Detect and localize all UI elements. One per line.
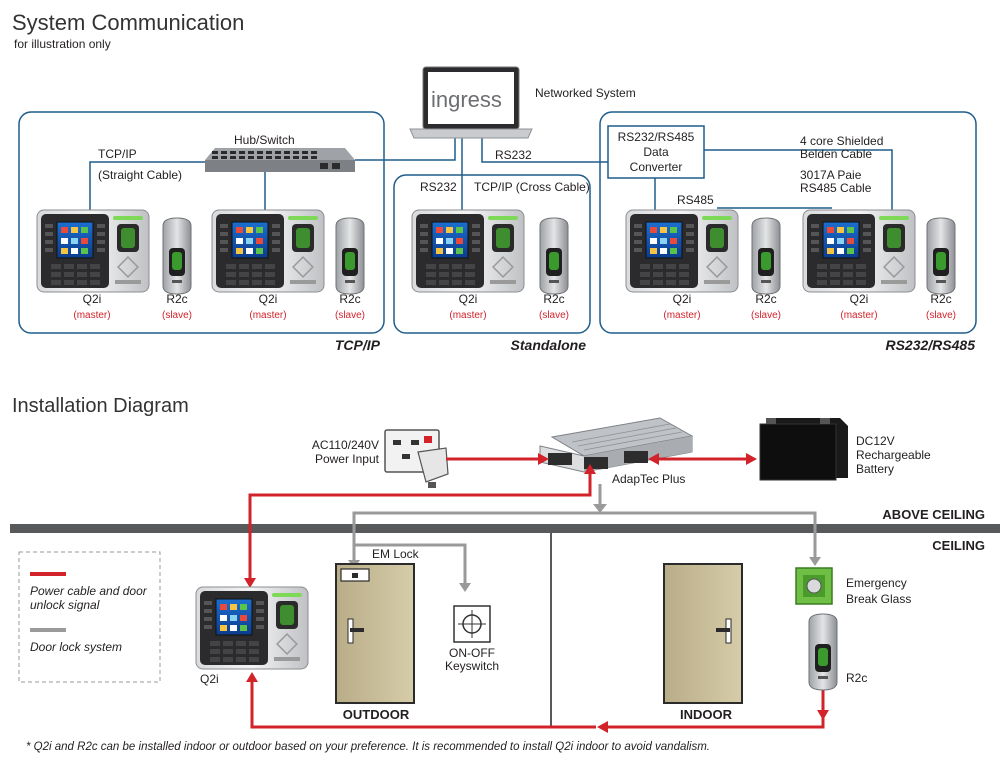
paie-line2: RS485 Cable	[800, 181, 872, 195]
q2i-installed-label: Q2i	[200, 672, 219, 686]
emergency-line1: Emergency	[846, 576, 907, 590]
q2i-device	[211, 209, 325, 293]
device-role: (slave)	[162, 310, 192, 321]
legend-power-line1: Power cable and door	[30, 584, 148, 598]
em-lock-label: EM Lock	[372, 547, 420, 561]
device-role: (master)	[840, 310, 877, 321]
hub-switch-icon	[205, 148, 355, 172]
standalone-group-caption: Standalone	[511, 337, 587, 353]
four-core-line1: 4 core Shielded	[800, 134, 883, 148]
tcpip-label: TCP/IP	[98, 147, 137, 161]
break-glass-icon	[795, 567, 833, 605]
page-subtitle: for illustration only	[14, 37, 111, 51]
converter-line2: Data	[643, 145, 669, 159]
battery-line3: Battery	[856, 462, 894, 476]
power-socket-icon	[384, 429, 449, 488]
legend-lock-swatch	[30, 628, 66, 632]
emergency-line2: Break Glass	[846, 592, 911, 606]
adaptec-label: AdapTec Plus	[612, 472, 685, 486]
battery-line2: Rechargeable	[856, 448, 931, 462]
r2c-installed-label: R2c	[846, 671, 867, 685]
tcpip-group-box	[18, 111, 385, 334]
keyswitch-line2: Keyswitch	[445, 659, 499, 673]
ceiling-band	[10, 524, 1000, 533]
battery-icon	[759, 418, 848, 481]
power-arrowheads	[244, 453, 829, 733]
paie-line1: 3017A Paie	[800, 168, 862, 182]
q2i-device	[625, 209, 739, 293]
device-label: R2c	[930, 292, 951, 306]
r2c-device	[539, 217, 569, 295]
converter-line1: RS232/RS485	[618, 130, 695, 144]
laptop-icon	[409, 66, 533, 139]
laptop-brand: ingress	[431, 87, 502, 112]
tcpip-group-caption: TCP/IP	[335, 337, 381, 353]
networked-system-label: Networked System	[535, 86, 636, 100]
device-labels: Q2i (master) R2c (slave) Q2i (master) R2…	[73, 292, 956, 321]
r2c-device	[162, 217, 192, 295]
installation-title: Installation Diagram	[12, 395, 189, 417]
legend-lock-label: Door lock system	[30, 640, 122, 654]
device-role: (slave)	[926, 310, 956, 321]
power-input-line2: Power Input	[315, 452, 380, 466]
indoor-label: INDOOR	[680, 707, 733, 722]
converter-line3: Converter	[630, 160, 683, 174]
device-role: (slave)	[335, 310, 365, 321]
legend-box	[18, 551, 161, 683]
device-label: Q2i	[850, 292, 869, 306]
device-label: R2c	[339, 292, 360, 306]
device-label: R2c	[543, 292, 564, 306]
rs232-left-label: RS232	[420, 180, 457, 194]
device-role: (master)	[249, 310, 286, 321]
outdoor-label: OUTDOOR	[343, 707, 410, 722]
q2i-device	[411, 209, 525, 293]
data-converter-box	[607, 125, 705, 179]
adaptec-plus-icon	[539, 417, 694, 473]
above-ceiling-label: ABOVE CEILING	[882, 507, 985, 522]
r2c-device	[926, 217, 956, 295]
q2i-installed-device	[195, 586, 309, 670]
device-label: Q2i	[259, 292, 278, 306]
r2c-installed-device	[808, 613, 838, 691]
q2i-device	[802, 209, 916, 293]
device-label: R2c	[166, 292, 187, 306]
device-role: (master)	[73, 310, 110, 321]
indoor-door-icon	[663, 563, 743, 704]
outdoor-door-icon	[335, 563, 415, 704]
device-role: (master)	[663, 310, 700, 321]
rs485-label: RS485	[677, 193, 714, 207]
lock-arrowheads	[348, 504, 821, 592]
device-label: R2c	[755, 292, 776, 306]
legend-power-line2: unlock signal	[30, 598, 100, 612]
four-core-line2: Belden Cable	[800, 147, 872, 161]
device-role: (master)	[449, 310, 486, 321]
battery-line1: DC12V	[856, 434, 895, 448]
device-role: (slave)	[539, 310, 569, 321]
r2c-device	[751, 217, 781, 295]
tcpip-cross-label: TCP/IP (Cross Cable)	[474, 180, 590, 194]
hub-switch-label: Hub/Switch	[234, 133, 295, 147]
rs-group-caption: RS232/RS485	[885, 337, 975, 353]
lock-system-lines	[352, 484, 817, 585]
keyswitch-line1: ON-OFF	[449, 646, 495, 660]
page-title: System Communication	[12, 10, 244, 35]
power-input-line1: AC110/240V	[312, 438, 379, 452]
q2i-device	[36, 209, 150, 293]
rs-group-box	[599, 111, 977, 334]
r2c-device	[335, 217, 365, 295]
device-label: Q2i	[459, 292, 478, 306]
straight-cable-label: (Straight Cable)	[98, 168, 182, 182]
device-label: Q2i	[673, 292, 692, 306]
rs232-top-label: RS232	[495, 148, 532, 162]
keyswitch-icon	[453, 605, 491, 643]
standalone-group-box	[393, 174, 591, 334]
footnote: * Q2i and R2c can be installed indoor or…	[26, 741, 710, 753]
legend-power-swatch	[30, 572, 66, 576]
ceiling-label: CEILING	[932, 538, 985, 553]
device-label: Q2i	[83, 292, 102, 306]
device-role: (slave)	[751, 310, 781, 321]
network-cables	[89, 136, 893, 214]
